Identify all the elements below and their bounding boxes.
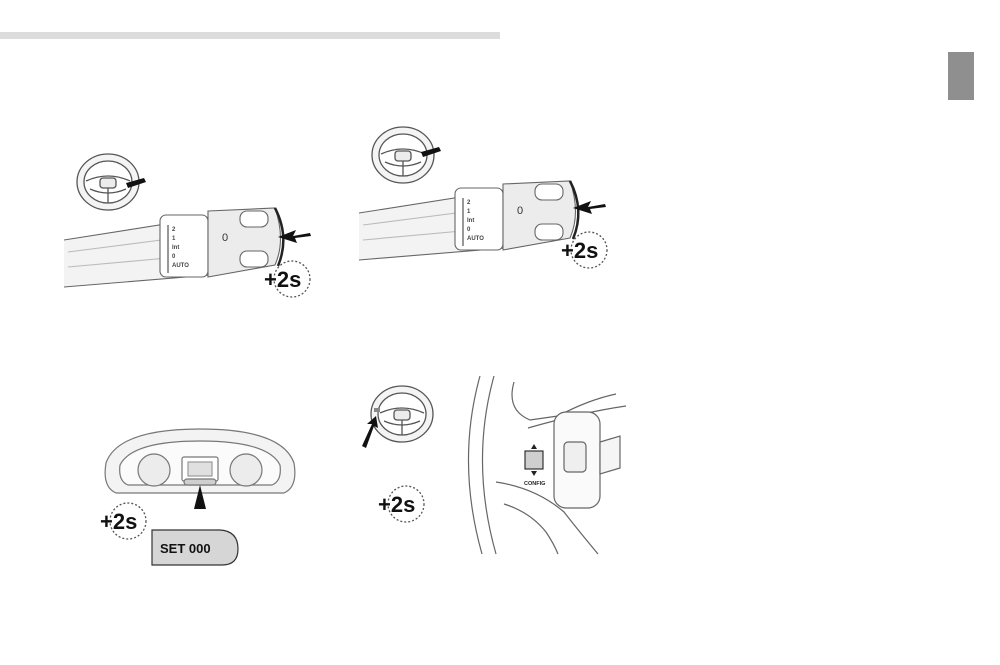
- figure-wiper-stalk-a: 2 1 Int 0 AUTO 0 +2s: [63, 153, 311, 298]
- timer-2s-icon: +2s: [264, 260, 311, 298]
- config-label: CONFIG: [524, 481, 545, 487]
- stalk-highlight-icon: [421, 147, 441, 157]
- stalk-highlight-icon: [126, 178, 146, 188]
- instrument-cluster-icon: [104, 428, 296, 494]
- wheel-detail-icon: [467, 375, 627, 555]
- figure-instrument-cluster: SET 000 +2s: [100, 428, 296, 566]
- stalk-scale-int: Int: [172, 245, 179, 251]
- set-display-text: SET 000: [160, 541, 211, 556]
- chapter-tab-marker: [948, 52, 974, 100]
- timer-label: +2s: [100, 509, 137, 534]
- figure-steering-wheel-config: +2s CONFIG: [362, 375, 627, 555]
- stalk-scale-auto: AUTO: [172, 263, 189, 269]
- stalk-scale-1: 1: [467, 209, 471, 215]
- section-rule: [0, 32, 500, 39]
- timer-2s-icon: +2s: [378, 485, 425, 523]
- wiper-stalk-icon: [63, 207, 285, 288]
- stalk-scale-1: 1: [172, 236, 176, 242]
- stalk-scale-int: Int: [467, 218, 474, 224]
- config-button-icon: CONFIG: [524, 444, 545, 487]
- wiper-stalk-icon: [358, 180, 580, 261]
- stalk-end-label: 0: [222, 232, 228, 244]
- stalk-scale-2: 2: [172, 227, 176, 233]
- timer-2s-icon: +2s: [100, 502, 147, 540]
- push-arrow-icon: [362, 416, 378, 448]
- set-display-icon: SET 000: [151, 529, 239, 566]
- steering-wheel-icon: [371, 126, 435, 184]
- timer-label: +2s: [378, 492, 415, 517]
- timer-2s-icon: +2s: [561, 231, 608, 269]
- figure-wiper-stalk-b: 2 1 Int 0 AUTO 0 +2s: [358, 126, 608, 269]
- stalk-scale-auto: AUTO: [467, 236, 484, 242]
- stalk-scale-0: 0: [172, 254, 176, 260]
- stalk-scale-0: 0: [467, 227, 471, 233]
- stalk-scale-2: 2: [467, 200, 471, 206]
- pointer-arrow-icon: [194, 485, 206, 509]
- steering-wheel-icon: [370, 385, 434, 443]
- push-arrow-icon: [278, 230, 311, 243]
- stalk-end-label: 0: [517, 205, 523, 217]
- push-arrow-icon: [573, 201, 606, 214]
- timer-label: +2s: [264, 267, 301, 292]
- timer-label: +2s: [561, 238, 598, 263]
